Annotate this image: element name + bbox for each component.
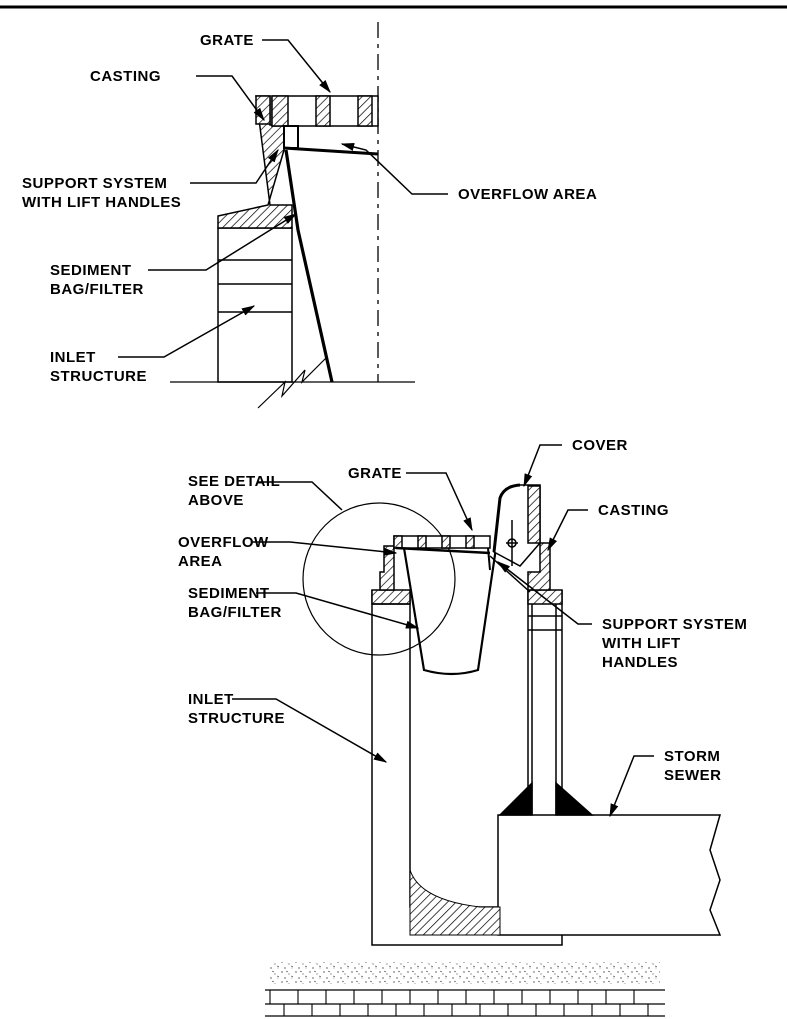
top-leaders [118, 39, 448, 358]
top-detail [170, 22, 415, 409]
bottom-sediment-label-1: SEDIMENT [188, 585, 270, 602]
bottom-support-label-1: SUPPORT SYSTEM [602, 616, 747, 633]
sediment-bag-top [284, 149, 334, 383]
storm-sewer-label-2: SEWER [664, 767, 722, 784]
bottom-inlet-label-2: STRUCTURE [188, 710, 285, 727]
break-symbol [257, 357, 327, 409]
bottom-overflow-label-2: AREA [178, 553, 223, 570]
inlet-structure-body [371, 590, 563, 946]
top-support-label-1: SUPPORT SYSTEM [22, 175, 167, 192]
sediment-bag-bottom [402, 547, 498, 676]
bottom-leaders [232, 444, 654, 818]
storm-sewer-pipe [497, 814, 722, 936]
cover-label: COVER [572, 437, 628, 454]
bottom-inlet-label-1: INLET [188, 691, 234, 708]
soil-base [270, 962, 660, 984]
top-inlet-label-2: STRUCTURE [50, 368, 147, 385]
see-detail-label-2: ABOVE [188, 492, 244, 509]
detail-callout-circle [302, 502, 456, 656]
top-sediment-label-1: SEDIMENT [50, 262, 132, 279]
bottom-grate-label: GRATE [348, 465, 402, 482]
bottom-detail [265, 483, 722, 1017]
stone-base [265, 989, 665, 1017]
stone-base-joints [269, 990, 649, 1016]
top-overflow-label: OVERFLOW AREA [458, 186, 597, 203]
storm-sewer-label-1: STORM [664, 748, 720, 765]
bottom-support-label-3: HANDLES [602, 654, 678, 671]
bottom-overflow-label-1: OVERFLOW [178, 534, 269, 551]
top-casting-label: CASTING [90, 68, 161, 85]
top-sediment-label-2: BAG/FILTER [50, 281, 144, 298]
top-support-label-2: WITH LIFT HANDLES [22, 194, 181, 211]
see-detail-label-1: SEE DETAIL [188, 473, 280, 490]
bottom-support-label-2: WITH LIFT [602, 635, 681, 652]
overflow-line-top [283, 146, 379, 156]
top-inlet-label-1: INLET [50, 349, 96, 366]
top-grate-label: GRATE [200, 32, 254, 49]
inlet-wall-top [217, 227, 293, 383]
bottom-casting-label: CASTING [598, 502, 669, 519]
bottom-sediment-label-2: BAG/FILTER [188, 604, 282, 621]
